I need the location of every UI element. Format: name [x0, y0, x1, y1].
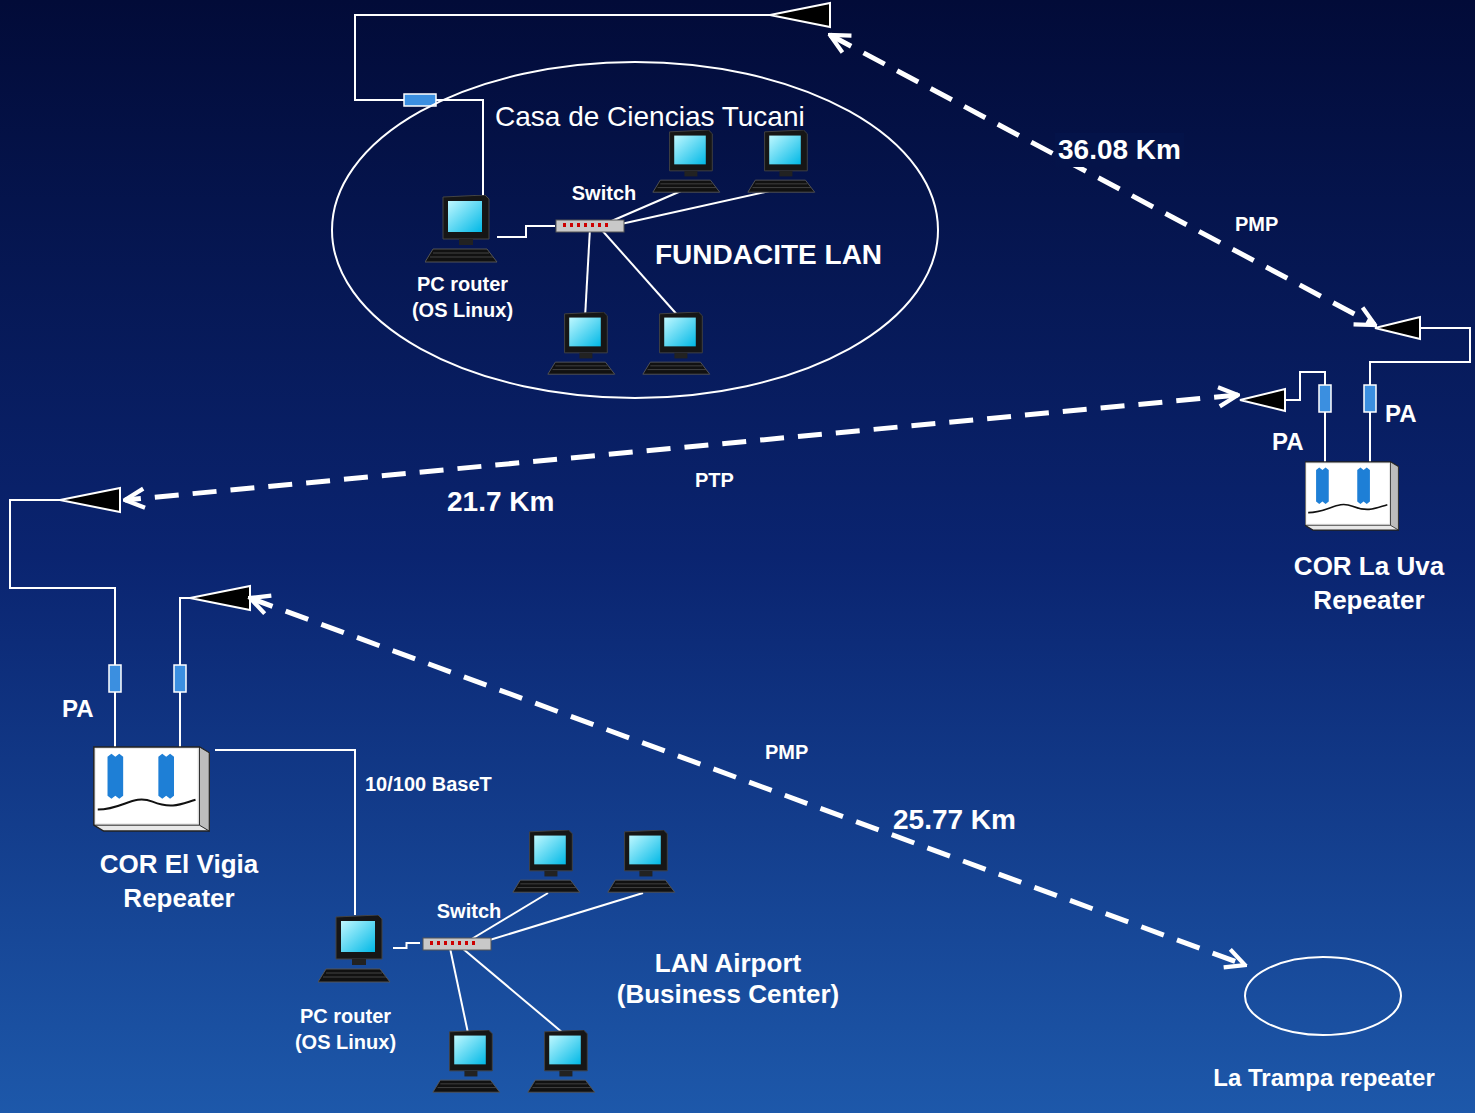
- switch-node: Switch: [420, 898, 518, 956]
- node-label: La Trampa repeater: [1195, 1062, 1453, 1093]
- router-node: PC router (OS Linux): [283, 915, 408, 1059]
- lan-label: LAN Airport (Business Center): [593, 948, 863, 1010]
- node-label: PC router (OS Linux): [287, 1003, 405, 1055]
- cable-link: [393, 943, 420, 948]
- distance-label: 36.08 Km: [1055, 133, 1184, 167]
- node-label: Switch: [555, 180, 653, 206]
- link-tag: PTP: [695, 468, 734, 492]
- router-node: PC router (OS Linux): [400, 195, 525, 327]
- link-tag: PA: [1385, 400, 1417, 429]
- repeater-node: COR La Uva Repeater: [1265, 455, 1473, 622]
- link-tag: PA: [1272, 428, 1304, 457]
- cable-link: [215, 750, 355, 915]
- node-label: COR La Uva Repeater: [1265, 550, 1473, 618]
- distance-label: 21.7 Km: [447, 485, 554, 519]
- ellipse-outline: [1243, 955, 1403, 1037]
- ellipse-outline: [332, 62, 938, 398]
- cable-label: 10/100 BaseT: [365, 772, 492, 796]
- radio-link: [830, 35, 1375, 325]
- node-label: COR El Vigia Repeater: [75, 848, 283, 916]
- repeater-node: COR El Vigia Repeater: [75, 740, 283, 920]
- link-tag: PMP: [1235, 212, 1278, 236]
- node-label: PC router (OS Linux): [404, 271, 522, 323]
- cable-link: [497, 226, 555, 237]
- node-label: Switch: [420, 898, 518, 924]
- repeater-site: La Trampa repeater: [1195, 955, 1453, 1098]
- link-tag: PMP: [765, 740, 808, 764]
- site-ellipse: Casa de Ciencias TucaniFUNDACITE LAN PC r…: [330, 60, 940, 400]
- link-tag: PA: [62, 695, 94, 724]
- ellipse-outline: [1245, 957, 1401, 1035]
- radio-link: [250, 598, 1245, 965]
- switch-node: Switch: [555, 180, 653, 236]
- radio-link: [125, 395, 1238, 500]
- lan-name: FUNDACITE LAN: [655, 238, 882, 272]
- distance-label: 25.77 Km: [893, 803, 1016, 837]
- site-title: Casa de Ciencias Tucani: [495, 100, 805, 134]
